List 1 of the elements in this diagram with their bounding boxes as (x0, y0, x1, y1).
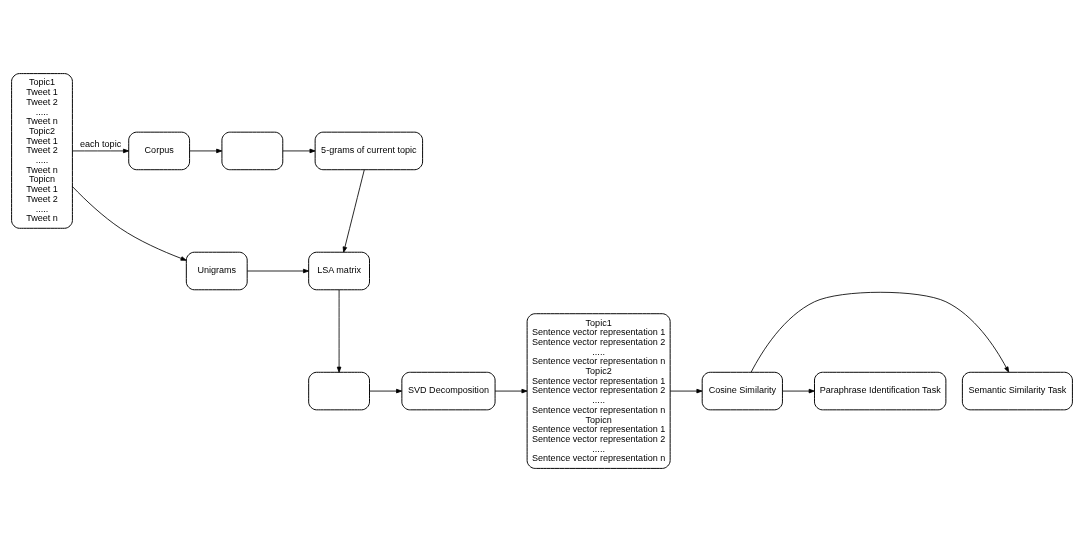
edge-label: each topic (79, 138, 122, 149)
